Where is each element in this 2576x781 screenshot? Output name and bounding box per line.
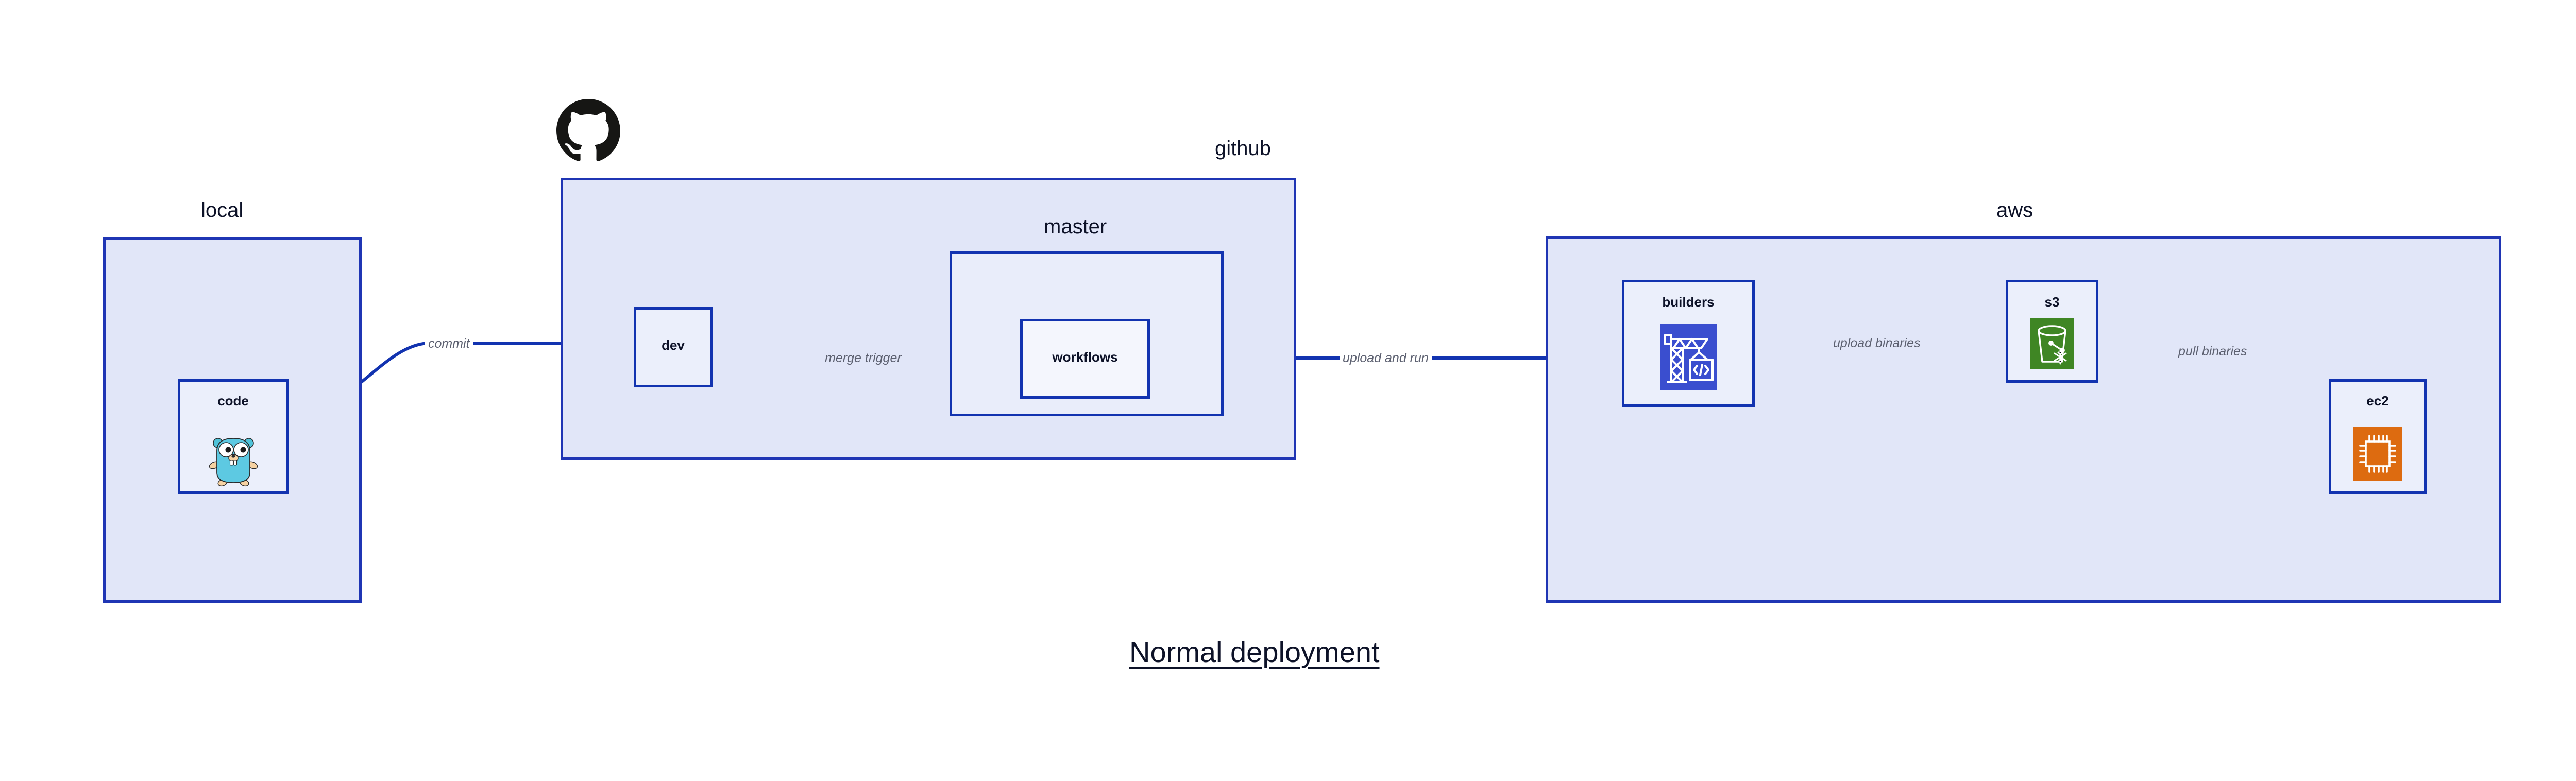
node-code-label: code — [217, 393, 249, 409]
edge-label-pull-binaries: pull binaries — [2175, 345, 2250, 358]
node-builders-label: builders — [1662, 294, 1715, 310]
node-workflows[interactable]: workflows — [1020, 319, 1150, 399]
aws-builders-crane-icon — [1660, 324, 1717, 390]
subgroup-master-label: master — [1044, 215, 1107, 238]
node-ec2-label: ec2 — [2366, 393, 2389, 409]
aws-s3-bucket-icon — [2030, 318, 2074, 369]
edge-label-commit: commit — [425, 337, 473, 350]
edge-label-upload-and-run: upload and run — [1340, 352, 1432, 365]
edge-label-upload-binaries: upload binaries — [1830, 337, 1924, 350]
group-local-label: local — [201, 199, 244, 222]
node-workflows-label: workflows — [1052, 349, 1118, 365]
group-aws-label: aws — [1996, 199, 2033, 222]
node-dev-label: dev — [662, 337, 685, 353]
node-s3-label: s3 — [2044, 294, 2060, 310]
node-s3[interactable]: s3 — [2006, 280, 2098, 383]
github-octocat-icon — [556, 99, 620, 163]
aws-ec2-chip-icon — [2353, 427, 2402, 481]
group-github-label: github — [1215, 137, 1271, 160]
node-code[interactable]: code — [178, 379, 289, 494]
node-dev[interactable]: dev — [634, 307, 713, 387]
go-gopher-icon — [207, 429, 260, 487]
node-ec2[interactable]: ec2 — [2329, 379, 2427, 494]
edge-label-merge-trigger: merge trigger — [822, 352, 905, 365]
diagram-title: Normal deployment — [1129, 636, 1380, 668]
node-builders[interactable]: builders — [1622, 280, 1755, 407]
